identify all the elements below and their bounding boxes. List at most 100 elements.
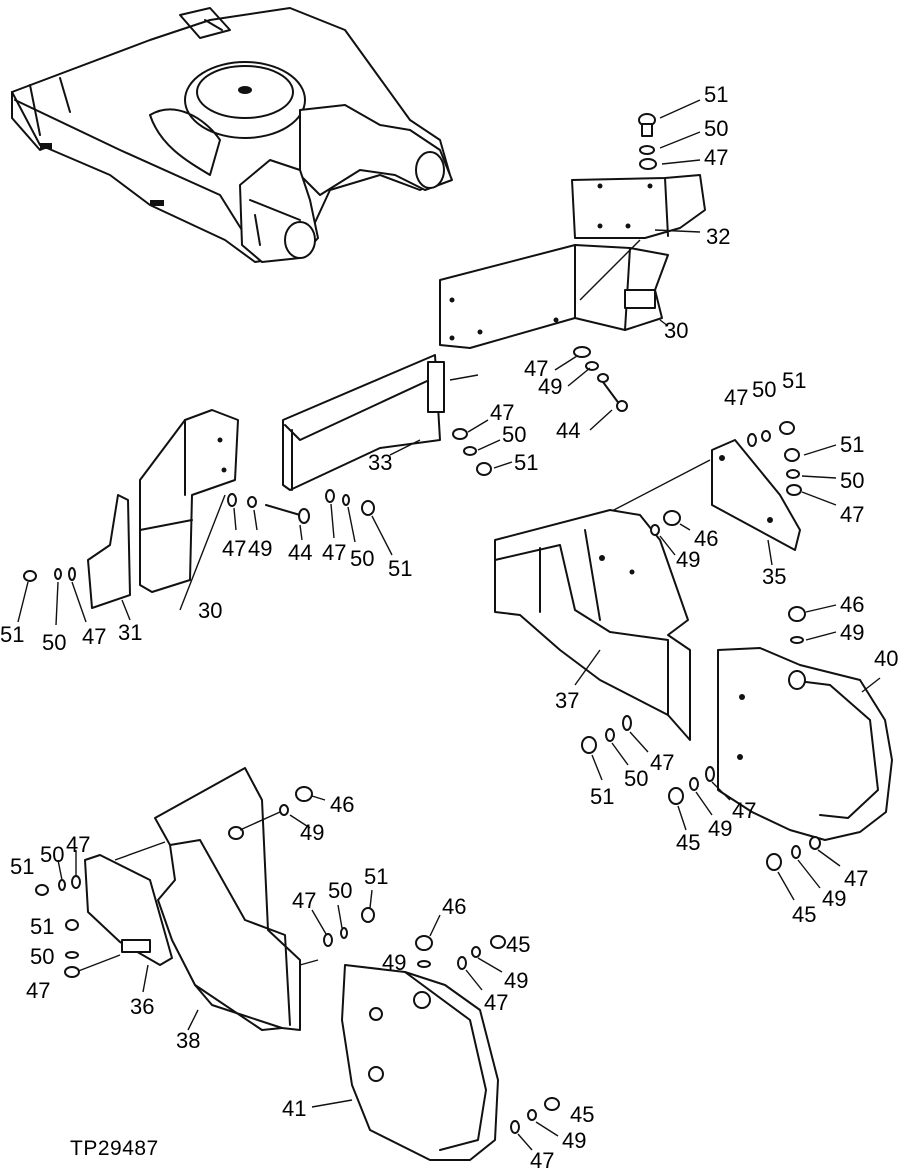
washer-47-b bbox=[573, 346, 591, 358]
bolt-46-a bbox=[663, 510, 681, 526]
label-35: 35 bbox=[762, 564, 786, 589]
label-49: 49 bbox=[822, 886, 846, 911]
part-30-lower-bracket bbox=[139, 409, 239, 611]
bolt-45-a bbox=[668, 787, 684, 805]
label-31: 31 bbox=[118, 620, 142, 645]
washer-50-b bbox=[463, 446, 477, 456]
label-51: 51 bbox=[364, 864, 388, 889]
label-50: 50 bbox=[350, 546, 374, 571]
bolt-46-d bbox=[415, 935, 433, 951]
washer-47-d bbox=[227, 493, 237, 507]
part-36-plate bbox=[67, 854, 173, 993]
track-frame bbox=[11, 7, 453, 263]
callout-labels: 51 50 47 32 30 47 49 44 47 50 51 33 47 4… bbox=[0, 82, 898, 1171]
label-49: 49 bbox=[538, 374, 562, 399]
part-32-plate bbox=[571, 174, 706, 239]
label-38: 38 bbox=[176, 1028, 200, 1053]
washer-49-h bbox=[417, 960, 431, 968]
bolt-45-d bbox=[544, 1097, 560, 1111]
washer-47-j bbox=[705, 766, 715, 782]
label-47: 47 bbox=[222, 536, 246, 561]
part-40-cover bbox=[717, 647, 893, 841]
bolt-51-b bbox=[476, 462, 492, 476]
label-45: 45 bbox=[792, 902, 816, 927]
label-50: 50 bbox=[42, 630, 66, 655]
washer-49-a bbox=[585, 361, 599, 371]
label-50: 50 bbox=[840, 468, 864, 493]
bolt-46-c bbox=[295, 786, 313, 802]
hardware bbox=[17, 99, 841, 1151]
bolt-51-j bbox=[361, 907, 375, 923]
bolt-44-b bbox=[265, 504, 310, 524]
washer-47-e bbox=[325, 489, 335, 503]
bolt-44-a bbox=[597, 373, 628, 412]
label-47: 47 bbox=[322, 540, 346, 565]
label-30: 30 bbox=[664, 318, 688, 343]
label-49: 49 bbox=[248, 536, 272, 561]
label-51: 51 bbox=[782, 368, 806, 393]
washer-49-d bbox=[790, 636, 804, 644]
label-49: 49 bbox=[676, 547, 700, 572]
label-50: 50 bbox=[704, 116, 728, 141]
label-47: 47 bbox=[26, 978, 50, 1003]
bolt-51-e bbox=[779, 421, 795, 435]
label-50: 50 bbox=[328, 878, 352, 903]
washer-47-h bbox=[786, 484, 802, 496]
washer-47-p bbox=[510, 1120, 520, 1134]
label-32: 32 bbox=[706, 224, 730, 249]
label-33: 33 bbox=[368, 450, 392, 475]
washer-47-k bbox=[809, 836, 821, 850]
label-51: 51 bbox=[10, 854, 34, 879]
washer-47-top bbox=[639, 158, 657, 170]
bolt-45-b bbox=[766, 853, 782, 871]
label-51: 51 bbox=[30, 914, 54, 939]
label-50: 50 bbox=[40, 842, 64, 867]
washer-50-e bbox=[761, 430, 771, 442]
washer-47-g bbox=[747, 433, 757, 447]
bolt-51-c bbox=[361, 500, 375, 516]
label-47: 47 bbox=[530, 1148, 554, 1171]
part-30-upper-bracket bbox=[439, 239, 669, 349]
label-49: 49 bbox=[562, 1128, 586, 1153]
part-37-bracket bbox=[494, 509, 691, 741]
label-46: 46 bbox=[330, 792, 354, 817]
label-51: 51 bbox=[0, 622, 24, 647]
label-47: 47 bbox=[724, 385, 748, 410]
figure-reference: TP29487 bbox=[70, 1137, 159, 1160]
label-49: 49 bbox=[708, 816, 732, 841]
washer-49-c bbox=[650, 524, 660, 536]
washer-49-e bbox=[689, 777, 699, 791]
label-40: 40 bbox=[874, 646, 898, 671]
part-38-bracket bbox=[114, 767, 319, 1031]
washer-47-f bbox=[68, 567, 76, 581]
label-51: 51 bbox=[388, 556, 412, 581]
label-30: 30 bbox=[198, 598, 222, 623]
washer-50-j bbox=[340, 927, 348, 939]
label-51: 51 bbox=[704, 82, 728, 107]
label-47: 47 bbox=[844, 866, 868, 891]
washer-49-j bbox=[527, 1109, 537, 1121]
bolt-51-i bbox=[65, 919, 79, 931]
washer-49-i bbox=[471, 946, 481, 958]
washer-50-i bbox=[65, 951, 79, 959]
label-50: 50 bbox=[502, 422, 526, 447]
label-50: 50 bbox=[30, 944, 54, 969]
label-41: 41 bbox=[282, 1096, 306, 1121]
label-47: 47 bbox=[704, 145, 728, 170]
label-50: 50 bbox=[624, 766, 648, 791]
label-45: 45 bbox=[570, 1102, 594, 1127]
label-50: 50 bbox=[752, 377, 776, 402]
bolt-51-g bbox=[581, 736, 597, 754]
washer-50-h bbox=[58, 879, 66, 891]
washer-49-g bbox=[279, 804, 289, 816]
label-51: 51 bbox=[590, 784, 614, 809]
label-36: 36 bbox=[130, 994, 154, 1019]
bolt-51-h bbox=[35, 884, 49, 896]
label-47: 47 bbox=[82, 624, 106, 649]
part-35-plate bbox=[609, 439, 801, 566]
washer-49-f bbox=[791, 845, 801, 859]
label-46: 46 bbox=[840, 592, 864, 617]
washer-47-n bbox=[323, 933, 333, 947]
label-47: 47 bbox=[650, 750, 674, 775]
